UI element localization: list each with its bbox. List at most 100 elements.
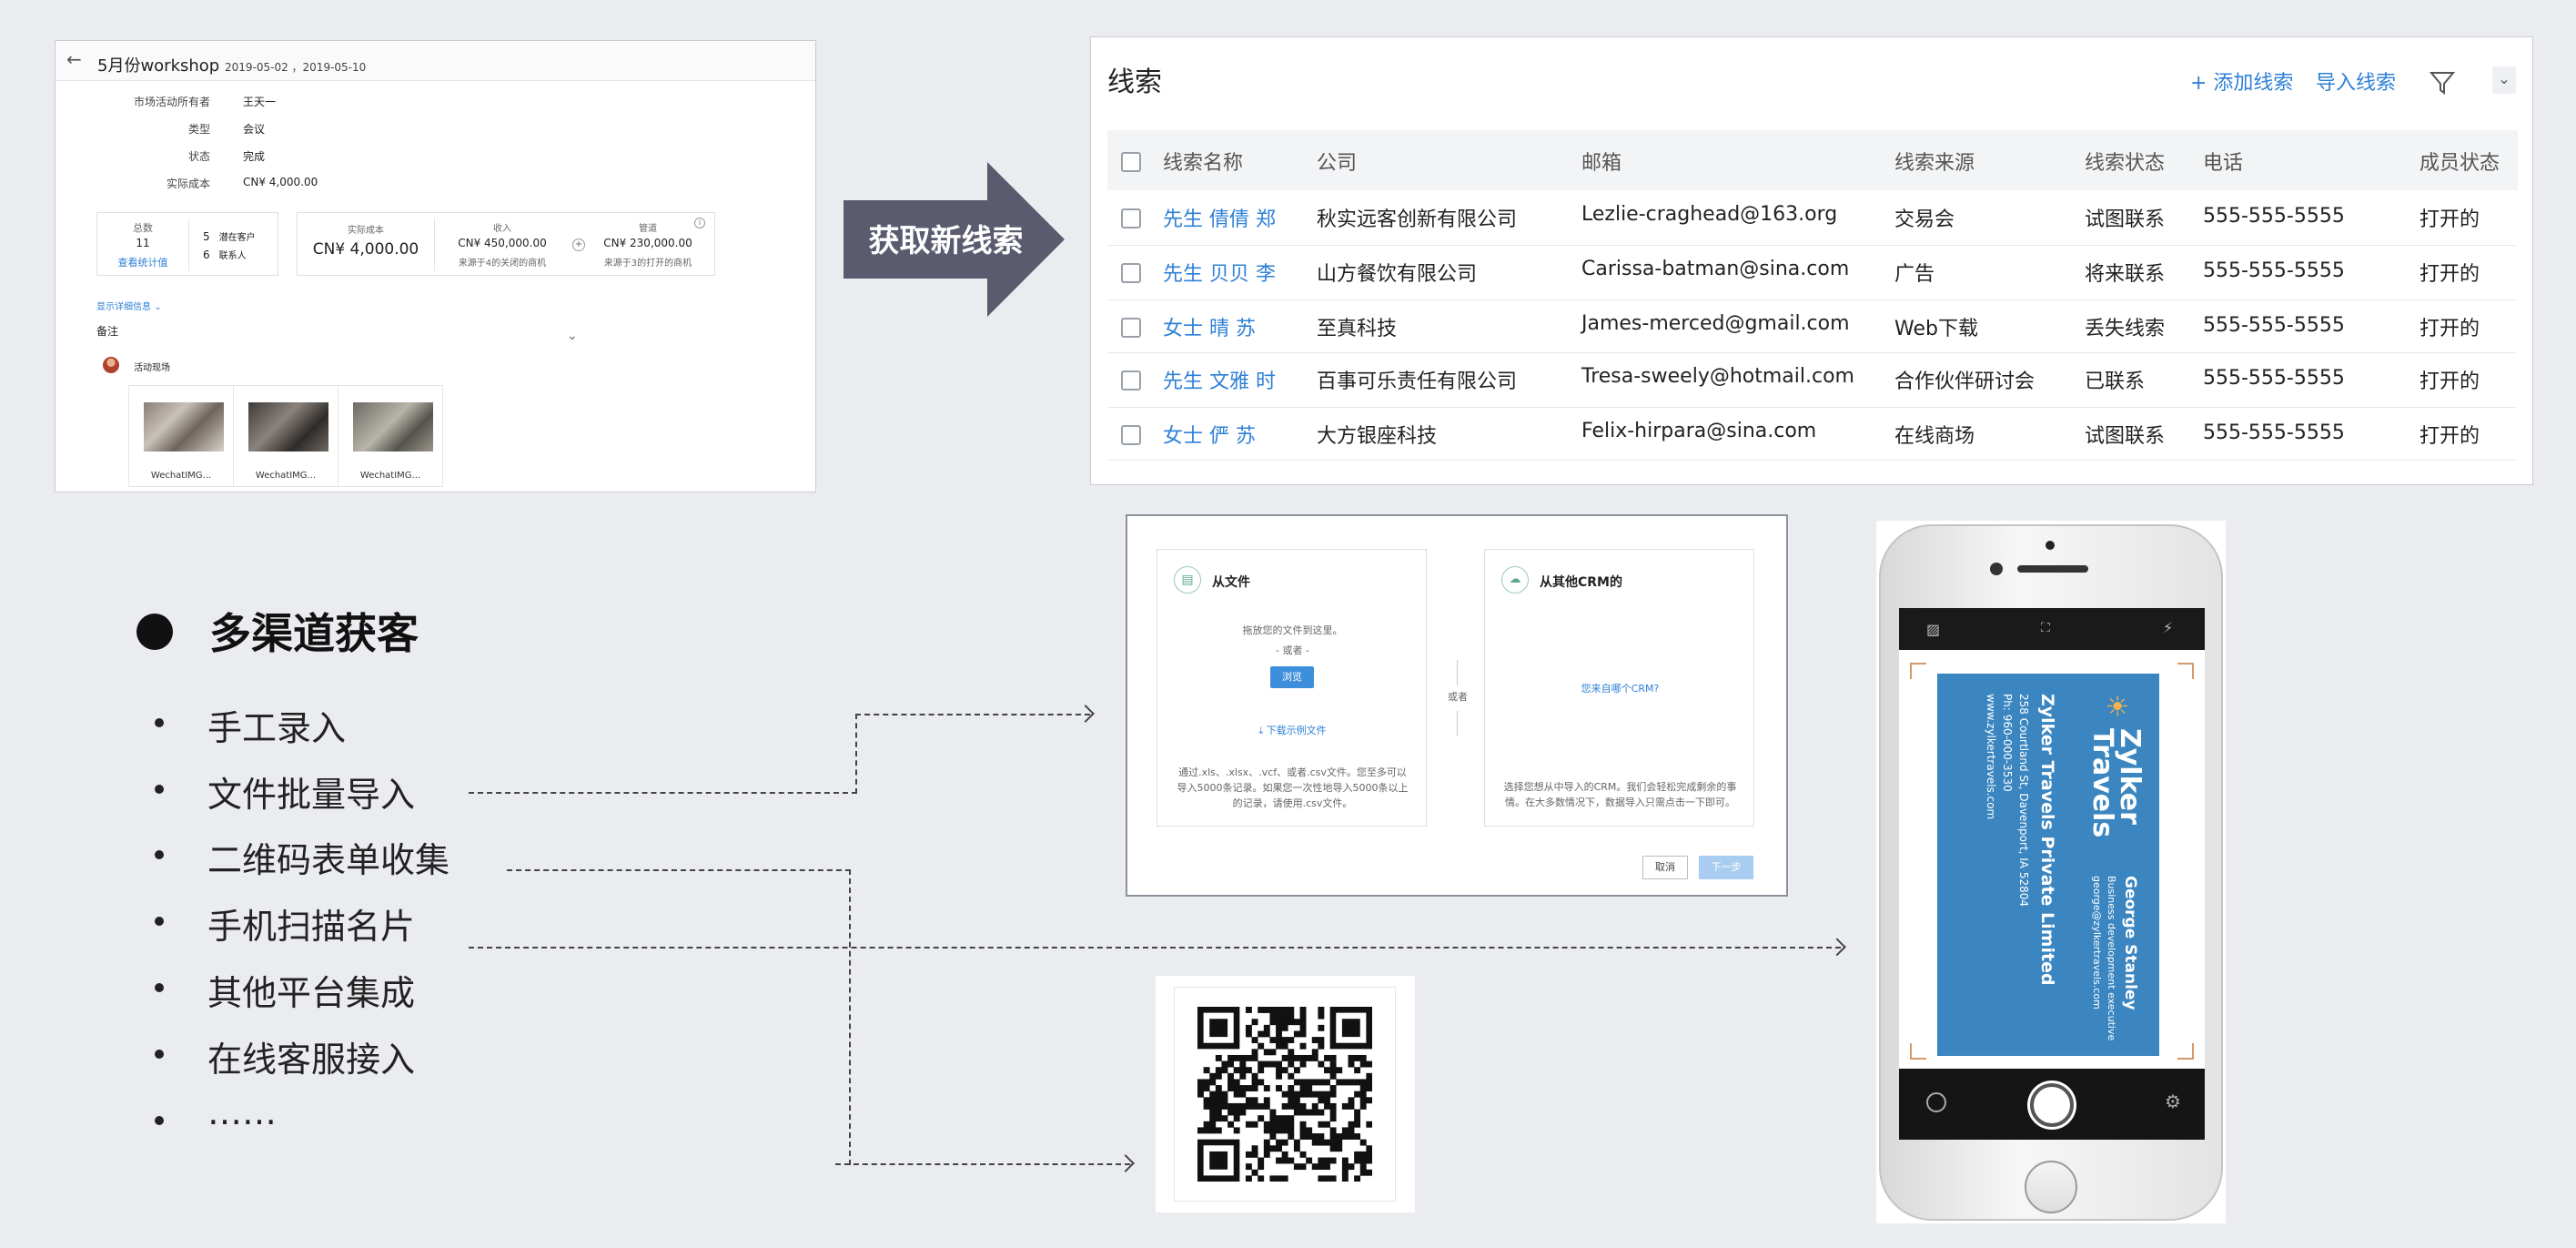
phone-frame: ▨ ⛶ ⚡ ☀ Zylker Travels George Stanley Bu… <box>1879 524 2223 1221</box>
revenue-label: 收入 <box>493 224 511 234</box>
lead-source: 在线商场 <box>1894 425 1975 448</box>
prospects-label: 潜在客户 <box>218 233 256 243</box>
lead-company: 百事可乐责任有限公司 <box>1317 370 1518 393</box>
photo-thumbnail[interactable]: WechatIMG... <box>338 385 443 487</box>
shutter-button[interactable] <box>2030 1083 2074 1127</box>
filter-icon[interactable] <box>2429 68 2456 96</box>
row-checkbox[interactable] <box>1121 263 1141 283</box>
phone-screen: ▨ ⛶ ⚡ ☀ Zylker Travels George Stanley Bu… <box>1899 608 2205 1140</box>
lead-phone: 555-555-5555 <box>2203 421 2345 444</box>
download-sample-link[interactable]: ⤓ 下载示例文件 <box>1157 723 1428 737</box>
plus-circle-icon: + <box>572 238 585 251</box>
column-header-source[interactable]: 线索来源 <box>1894 152 1975 175</box>
add-lead-button[interactable]: + 添加线索 <box>2190 72 2294 95</box>
field-type: 类型 会议 <box>56 121 318 148</box>
viewfinder-corner <box>2177 1043 2194 1060</box>
phone-sensor-dot <box>1990 563 2003 575</box>
lead-name-link[interactable]: 先生 倩倩 郑 <box>1163 208 1276 231</box>
phone-speaker <box>2017 565 2088 573</box>
field-value: 王天一 <box>243 96 277 108</box>
campaign-title-row: 5月份workshop 2019-05-02 ，2019-05-10 <box>97 53 366 76</box>
column-header-member-status[interactable]: 成员状态 <box>2419 152 2500 175</box>
lead-phone: 555-555-5555 <box>2203 259 2345 282</box>
lead-member-status: 打开的 <box>2419 208 2480 231</box>
field-label: 状态 <box>187 150 210 163</box>
lead-member-status: 打开的 <box>2419 318 2480 340</box>
cancel-button[interactable]: 取消 <box>1642 856 1688 879</box>
qr-code-icon <box>1197 1007 1372 1182</box>
photo-caption: WechatIMG... <box>359 471 421 481</box>
row-divider <box>1107 407 2516 408</box>
row-checkbox[interactable] <box>1121 208 1141 228</box>
campaign-dates: 2019-05-02 ，2019-05-10 <box>224 61 367 74</box>
row-divider <box>1107 460 2516 461</box>
home-button[interactable] <box>2025 1161 2077 1213</box>
business-card: ☀ Zylker Travels George Stanley Business… <box>1937 674 2159 1056</box>
lead-member-status: 打开的 <box>2419 263 2480 286</box>
photo-image <box>353 402 433 452</box>
photo-thumbnail[interactable]: WechatIMG... <box>233 385 338 487</box>
lead-name-link[interactable]: 女士 俨 苏 <box>1163 425 1256 448</box>
next-button[interactable]: 下一步 <box>1699 856 1753 879</box>
browse-button[interactable]: 浏览 <box>1270 666 1314 688</box>
column-header-company[interactable]: 公司 <box>1317 152 1358 175</box>
notes-label: 备注 <box>96 325 119 338</box>
viewfinder-corner <box>1910 1043 1926 1060</box>
settings-gear-icon[interactable]: ⚙ <box>2165 1091 2181 1112</box>
campaign-title: 5月份workshop <box>97 56 220 76</box>
row-checkbox[interactable] <box>1121 370 1141 391</box>
field-status: 状态 完成 <box>56 148 318 176</box>
column-header-phone[interactable]: 电话 <box>2203 152 2244 175</box>
view-stats-link[interactable]: 查看统计值 <box>117 257 168 269</box>
row-checkbox[interactable] <box>1121 318 1141 338</box>
person-icon[interactable] <box>1926 1092 1946 1112</box>
big-arrow-shape <box>844 162 1065 317</box>
notes-chevron-down-icon[interactable]: ⌄ <box>567 329 578 343</box>
info-icon[interactable]: i <box>694 218 705 228</box>
card-person-name: George Stanley <box>2121 876 2139 1010</box>
chevron-down-icon: ⌄ <box>154 302 162 312</box>
column-header-name[interactable]: 线索名称 <box>1163 152 1244 175</box>
photo-thumbnail[interactable]: WechatIMG... <box>128 385 234 487</box>
sun-logo-icon: ☀ <box>2100 694 2132 718</box>
field-label: 实际成本 <box>166 178 210 190</box>
back-arrow-icon[interactable]: ← <box>66 48 82 70</box>
field-label: 市场活动所有者 <box>133 96 210 108</box>
focus-icon[interactable]: ⛶ <box>2041 621 2050 635</box>
table-header-row <box>1107 130 2518 190</box>
channel-item: 文件批量导入 <box>207 775 416 815</box>
import-leads-button[interactable]: 导入线索 <box>2316 72 2397 95</box>
card-address: 258 Courtland St, Davenport, IA 52804 <box>2017 694 2030 908</box>
activity-label: 活动现场 <box>134 363 170 373</box>
more-dropdown-button[interactable]: ⌄ <box>2492 66 2516 94</box>
gallery-icon[interactable]: ▨ <box>1926 621 1941 638</box>
lead-company: 秋实远客创新有限公司 <box>1317 208 1518 231</box>
select-all-checkbox[interactable] <box>1121 152 1141 172</box>
field-value: CN¥ 4,000.00 <box>243 176 318 188</box>
channel-item: …… <box>207 1092 277 1132</box>
row-checkbox[interactable] <box>1121 425 1141 445</box>
total-value: 11 <box>136 237 150 249</box>
flash-icon[interactable]: ⚡ <box>2163 619 2174 636</box>
section-dot <box>136 614 173 650</box>
total-label: 总数 <box>133 222 153 234</box>
lead-name-link[interactable]: 女士 晴 苏 <box>1163 318 1256 340</box>
card-phone: Ph: 960-000-3530 <box>2001 694 2014 792</box>
arrowhead-icon <box>1116 1154 1135 1172</box>
lead-status: 将来联系 <box>2085 263 2166 286</box>
brand-line2: Travels <box>2086 728 2118 838</box>
column-header-email[interactable]: 邮箱 <box>1581 152 1622 175</box>
lead-company: 至真科技 <box>1317 318 1398 340</box>
which-crm-link[interactable]: 您来自哪个CRM? <box>1581 683 1660 695</box>
connector-line <box>469 792 857 794</box>
column-header-status[interactable]: 线索状态 <box>2085 152 2166 175</box>
arrowhead-icon <box>1828 938 1846 957</box>
show-details-link[interactable]: 显示详细信息 ⌄ <box>96 299 162 312</box>
bullet-dot <box>155 850 164 859</box>
lead-name-link[interactable]: 先生 贝贝 李 <box>1163 263 1276 286</box>
lead-name-link[interactable]: 先生 文雅 时 <box>1163 370 1276 393</box>
lead-email: Lezlie-craghead@163.org <box>1581 203 1838 226</box>
or-divider-top <box>1457 660 1458 685</box>
bullet-dot <box>155 1116 164 1125</box>
